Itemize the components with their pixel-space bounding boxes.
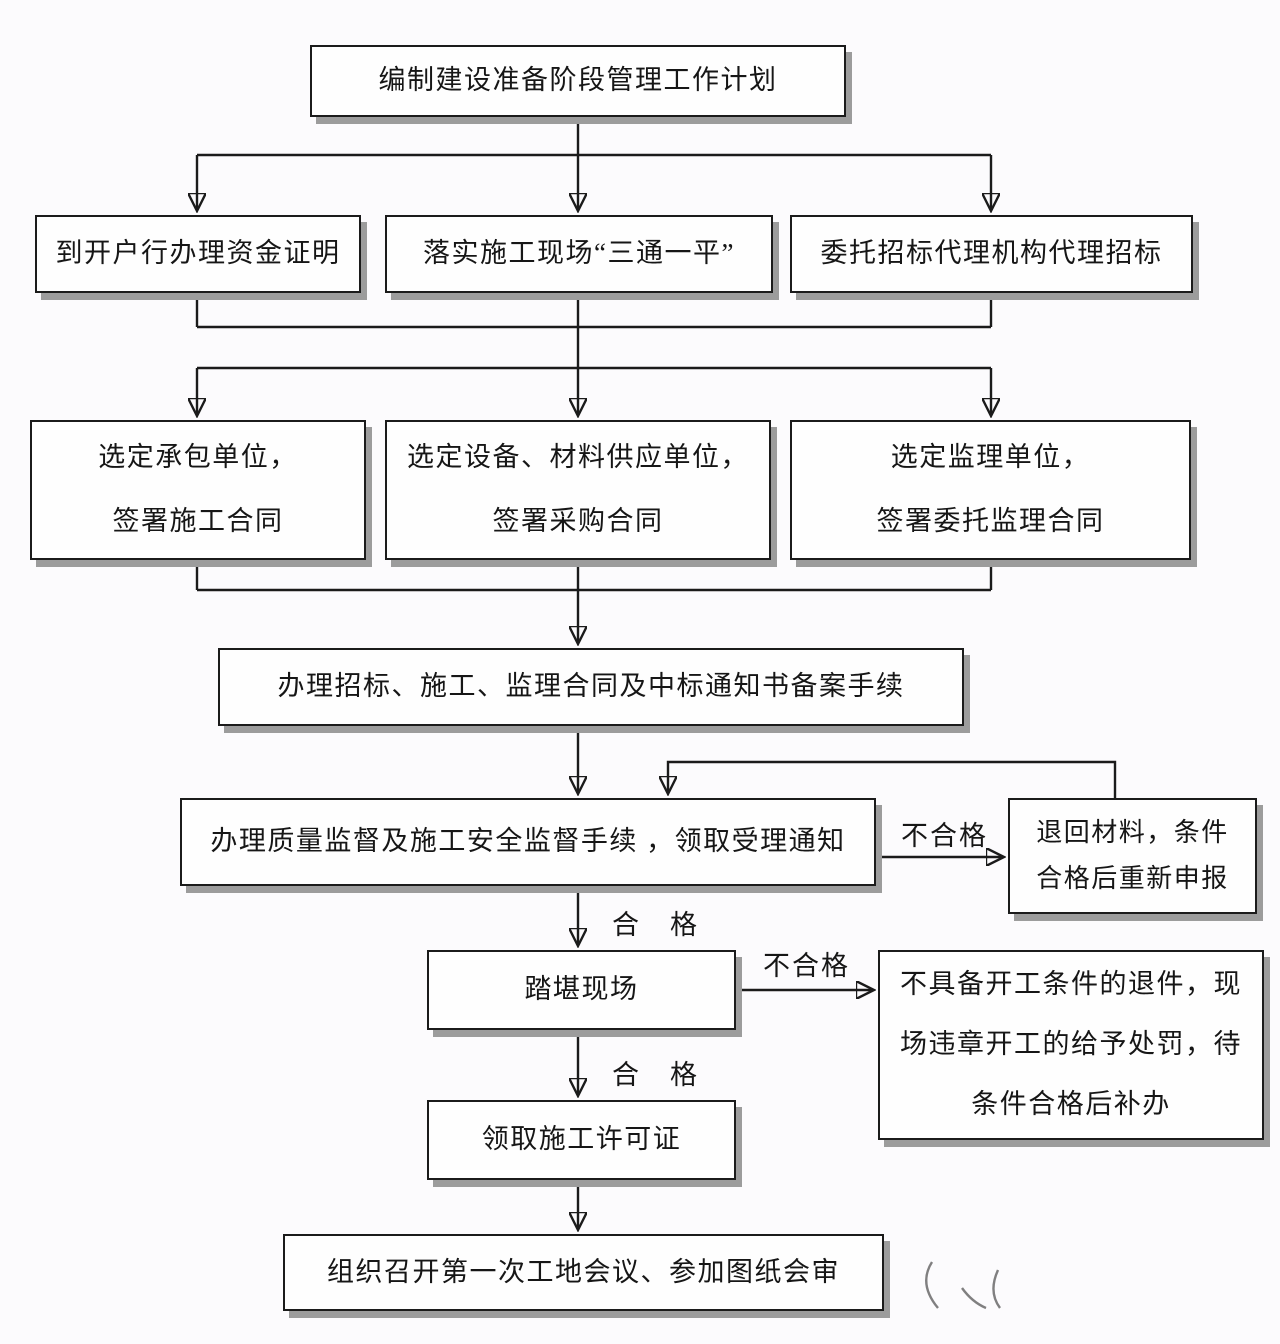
- node-reject-start-line3: 条件合格后补办: [971, 1088, 1171, 1119]
- node-filing-text: 办理招标、施工、监理合同及中标通知书备案手续: [277, 671, 905, 702]
- watermark: [925, 1261, 1001, 1310]
- node-inspect-site: 踏堪现场: [427, 950, 736, 1030]
- node-reject-start-line2: 场违章开工的给予处罚，待: [900, 1029, 1242, 1060]
- node-fund-text: 到开户行办理资金证明: [55, 238, 341, 269]
- node-supervisor-line2: 签署委托监理合同: [876, 506, 1105, 536]
- node-site-text: 落实施工现场“三通一平”: [423, 238, 735, 269]
- node-filing: 办理招标、施工、监理合同及中标通知书备案手续: [218, 648, 964, 726]
- edge-label-pass-inspect: 合 格: [612, 1060, 699, 1090]
- node-reject-materials-line2: 合格后重新申报: [1036, 864, 1229, 893]
- node-supplier-line1: 选定设备、材料供应单位，: [407, 442, 749, 473]
- node-reject-start-line1: 不具备开工条件的退件，现: [900, 969, 1242, 1000]
- node-reject-materials: 退回材料，条件 合格后重新申报: [1008, 798, 1257, 914]
- node-agency-text: 委托招标代理机构代理招标: [820, 238, 1163, 269]
- node-supervisor-line1: 选定监理单位，: [890, 442, 1091, 473]
- node-plan-text: 编制建设准备阶段管理工作计划: [378, 65, 778, 96]
- node-permit-text: 领取施工许可证: [481, 1124, 682, 1155]
- node-permit: 领取施工许可证: [427, 1100, 736, 1180]
- node-reject-materials-line1: 退回材料，条件: [1036, 817, 1229, 847]
- node-meeting: 组织召开第一次工地会议、参加图纸会审: [283, 1234, 884, 1311]
- node-reject-start: 不具备开工条件的退件，现 场违章开工的给予处罚，待 条件合格后补办: [878, 950, 1264, 1140]
- edge-label-fail-inspect: 不合格: [763, 951, 850, 981]
- node-contractor-line2: 签署施工合同: [112, 506, 284, 536]
- node-supplier-line2: 签署采购合同: [492, 506, 664, 536]
- node-supervisor: 选定监理单位， 签署委托监理合同: [790, 420, 1191, 560]
- node-site: 落实施工现场“三通一平”: [385, 215, 773, 293]
- node-fund: 到开户行办理资金证明: [35, 215, 361, 293]
- node-meeting-text: 组织召开第一次工地会议、参加图纸会审: [327, 1256, 840, 1287]
- edge-label-pass-quality: 合 格: [612, 910, 699, 940]
- node-contractor-line1: 选定承包单位，: [98, 442, 298, 473]
- node-quality: 办理质量监督及施工安全监督手续 ，领取受理通知: [180, 798, 876, 886]
- edge-label-fail-quality: 不合格: [901, 821, 988, 851]
- node-plan: 编制建设准备阶段管理工作计划: [310, 45, 846, 117]
- connector-group: [197, 117, 1117, 1229]
- node-agency: 委托招标代理机构代理招标: [790, 215, 1193, 293]
- node-quality-text: 办理质量监督及施工安全监督手续 ，领取受理通知: [210, 826, 846, 857]
- node-supplier: 选定设备、材料供应单位， 签署采购合同: [385, 420, 771, 560]
- node-contractor: 选定承包单位， 签署施工合同: [30, 420, 366, 560]
- node-inspect-site-text: 踏堪现场: [524, 974, 639, 1005]
